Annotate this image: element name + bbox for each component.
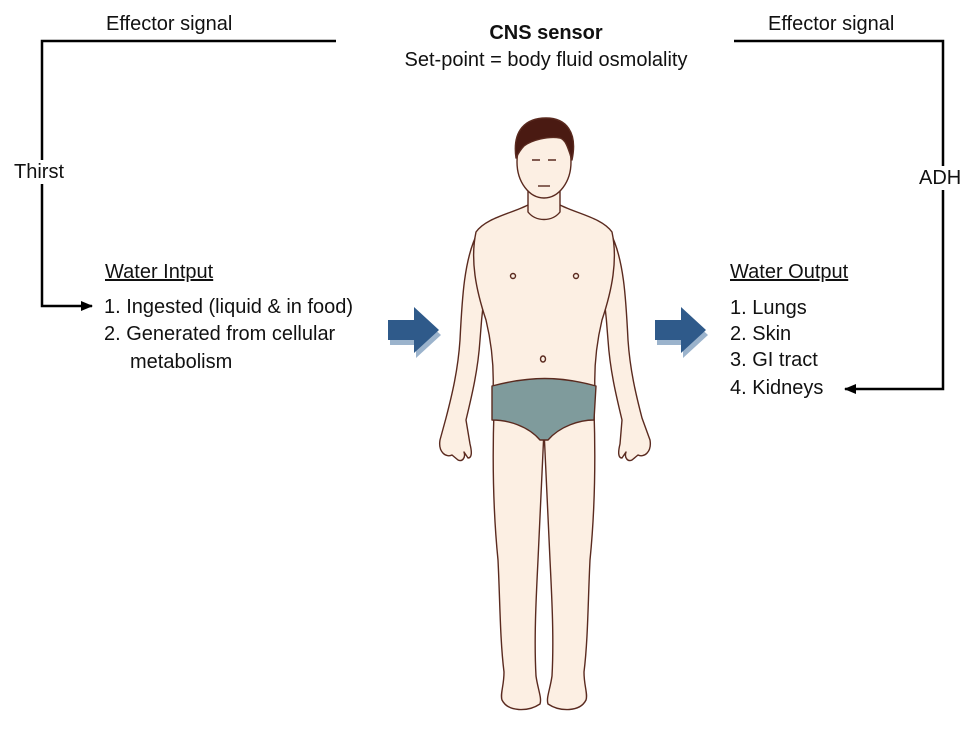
water-output-item: 2. Skin (730, 323, 792, 345)
left-effector-label: Effector signal (106, 13, 233, 35)
sensor-subtitle: Set-point = body fluid osmolality (404, 49, 688, 71)
navel (539, 355, 547, 363)
torso (472, 204, 616, 393)
water-output-item: 4. Kidneys (730, 377, 824, 399)
output-flow-arrow (655, 307, 708, 358)
right-leg (543, 409, 596, 711)
right-feedback-line (734, 39, 945, 394)
water-input-heading: Water Intput (105, 261, 214, 283)
water-input-item: 1. Ingested (liquid & in food) (104, 296, 354, 318)
right-effector-label: Effector signal (768, 13, 895, 35)
thirst-label: Thirst (12, 160, 66, 184)
underwear (491, 377, 597, 441)
water-input-item: metabolism (130, 351, 233, 373)
water-input-item: 2. Generated from cellular (104, 323, 336, 345)
hair (514, 117, 575, 161)
water-output-item: 1. Lungs (730, 297, 807, 319)
water-output-heading: Water Output (730, 261, 849, 283)
sensor-title: CNS sensor (489, 22, 603, 44)
human-body-figure (438, 117, 652, 711)
water-output-item: 3. GI tract (730, 349, 818, 371)
input-flow-arrow (388, 307, 441, 358)
left-leg (492, 409, 545, 711)
left-nipple (509, 272, 517, 280)
adh-label: ADH (917, 166, 964, 190)
right-nipple (572, 272, 580, 280)
